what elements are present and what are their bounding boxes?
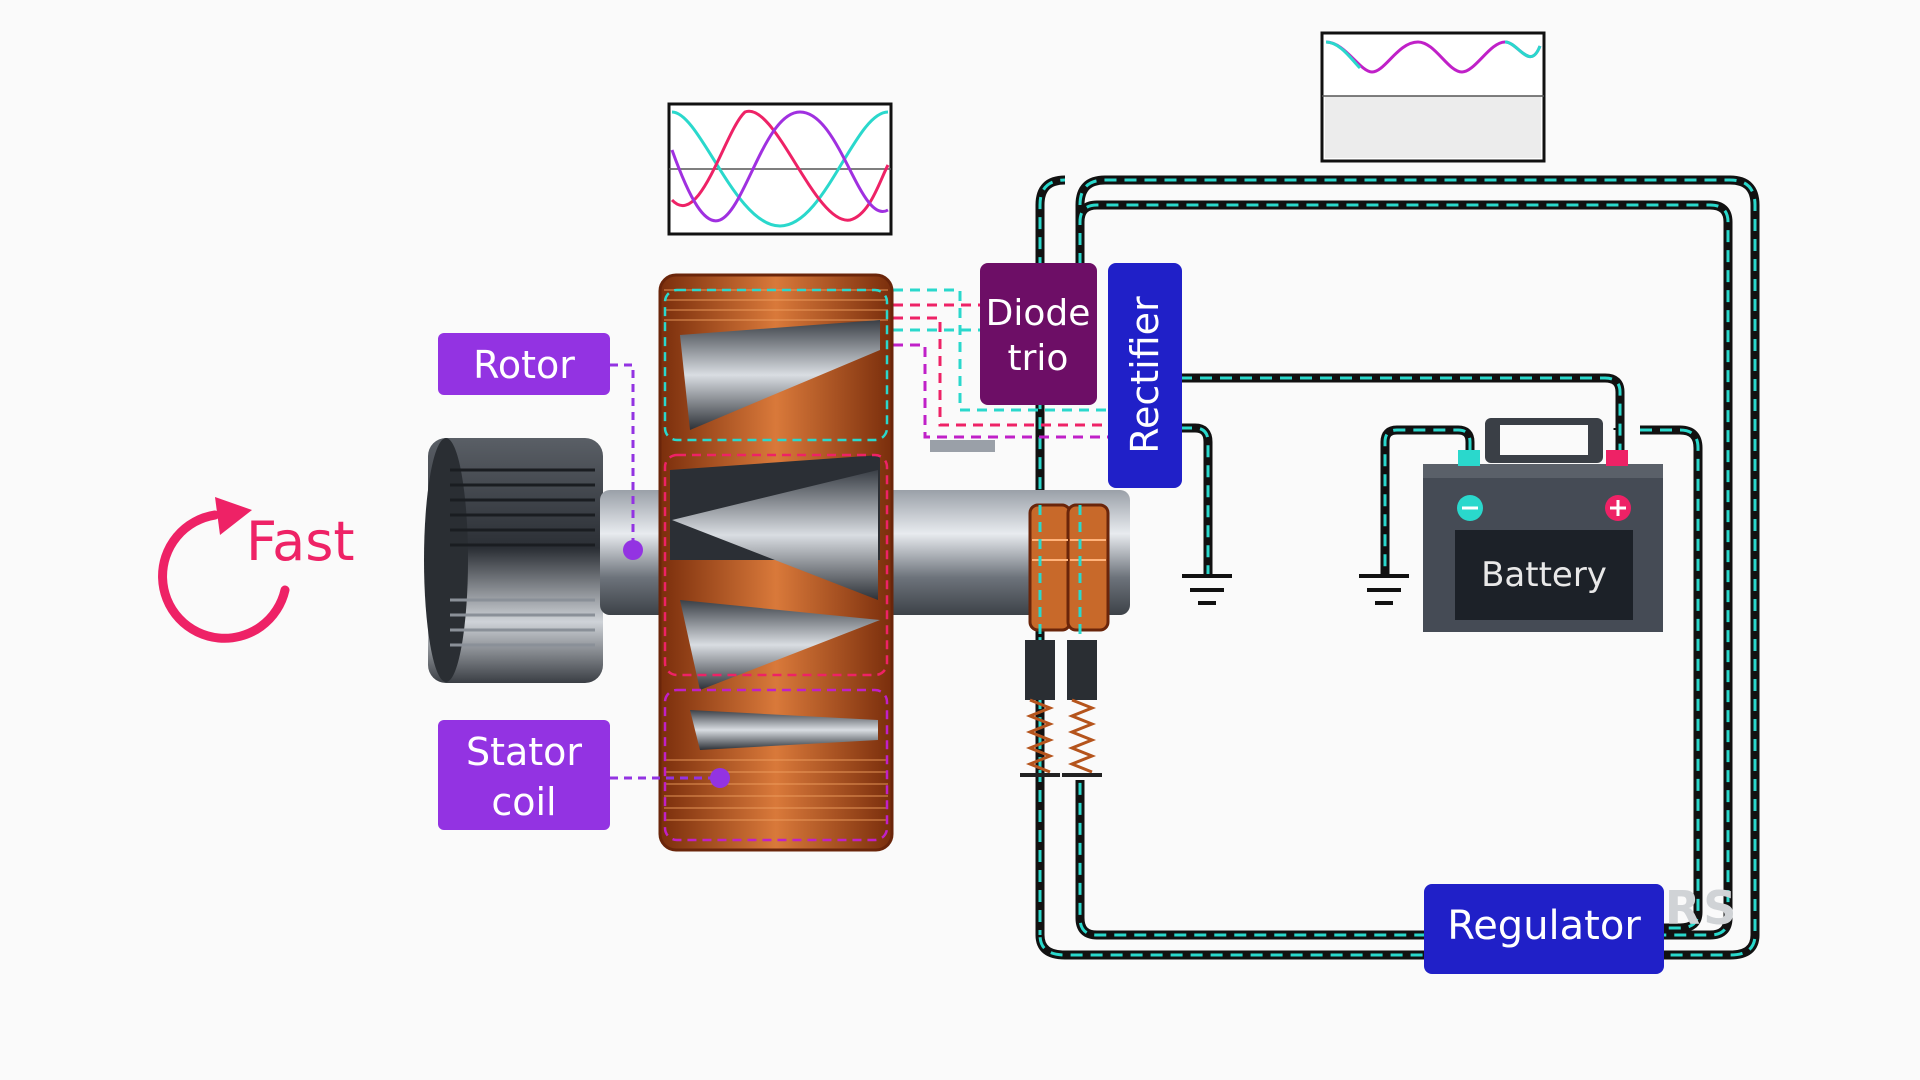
battery: Battery [1423,418,1663,632]
rectifier-box: Rectifier [1108,263,1182,488]
brushes [1020,640,1102,777]
regulator-label: Regulator [1447,903,1641,949]
stator-coil-callout: Stator coil [438,720,730,830]
rotor-contact-pin [930,440,995,452]
stator-output-wires [893,288,1110,439]
diode-trio-label-line2: trio [1008,338,1069,379]
rotor-callout: Rotor [438,333,643,560]
ground-symbol-icon [1182,574,1232,605]
regulator-box: Regulator [1424,884,1664,974]
speed-indicator: Fast [158,497,355,643]
battery-label: Battery [1481,555,1607,595]
diode-trio-box: Diode trio [980,263,1097,405]
field-circuit-wires [1035,175,1760,960]
phase-b-wave [670,109,890,222]
phase-c-wave [670,110,889,223]
speed-label: Fast [246,510,355,573]
phase-a-wave [671,110,889,228]
rectifier-label: Rectifier [1123,296,1167,454]
dc-waveform-scope [1320,31,1546,163]
stator-label-line2: coil [491,780,556,824]
ground-symbol-icon [1359,574,1409,605]
rotor-stator-core [658,273,894,852]
slip-rings [1028,503,1110,640]
stator-label-line1: Stator [466,730,582,774]
diode-trio-label-line1: Diode [986,293,1091,334]
ac-waveform-scope [667,102,893,236]
circular-arrow-icon [158,510,290,643]
rotor-label: Rotor [473,343,575,387]
pulley [424,438,603,683]
